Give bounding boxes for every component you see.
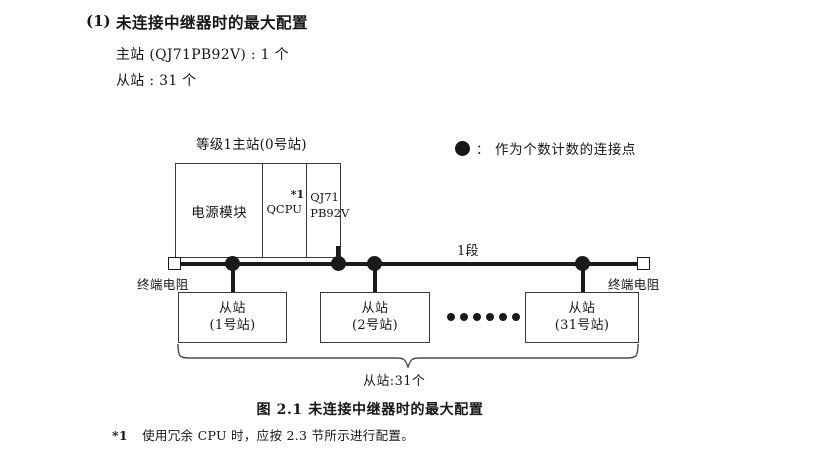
ellipsis-dot (486, 313, 494, 321)
slave-name: 从站 (361, 301, 389, 317)
cpu-module-cell: QCPU *1 (263, 164, 308, 257)
footnote-mark: *1 (112, 428, 128, 443)
slave-station-box: 从站 (1号站) (178, 292, 287, 343)
cpu-footnote-mark: *1 (290, 188, 305, 201)
terminator-left-label: 终端电阻 (137, 277, 189, 292)
figure-caption: 图 2.1 未连接中继器时的最大配置 (256, 402, 484, 418)
terminator-right-label: 终端电阻 (608, 277, 660, 292)
slave-count-label: 从站:31个 (363, 374, 426, 389)
ellipsis-dot (473, 313, 481, 321)
slave-count-brace (177, 344, 639, 368)
slave-station-box: 从站 (31号站) (525, 292, 639, 343)
terminator-right-icon (637, 257, 650, 270)
ellipsis-dot (499, 313, 507, 321)
ellipsis-dots (447, 313, 520, 321)
slave-drop-line (581, 262, 585, 293)
footnote: *1 使用冗余 CPU 时，应按 2.3 节所示进行配置。 (112, 425, 414, 444)
ellipsis-dot (512, 313, 520, 321)
master-module-label-line1: QJ71 (310, 190, 339, 204)
spec-slave-count: 从站 : 31 个 (116, 73, 197, 89)
ellipsis-dot (447, 313, 455, 321)
footnote-text: 使用冗余 CPU 时，应按 2.3 节所示进行配置。 (142, 428, 414, 443)
cpu-module-label: QCPU (266, 202, 302, 216)
master-module-label-line2: PB92V (310, 206, 350, 220)
master-drop-line (336, 246, 340, 264)
slave-station-box: 从站 (2号站) (320, 292, 430, 343)
page-title: 未连接中继器时的最大配置 (116, 13, 309, 32)
master-rack: 电源模块 QCPU *1 QJ71 PB92V (175, 163, 349, 258)
segment-label: 1段 (457, 244, 479, 259)
slave-station-number: (2号站) (352, 317, 398, 333)
slave-name: 从站 (218, 301, 246, 317)
power-module-cell: 电源模块 (176, 164, 264, 257)
connection-point-dot (331, 256, 346, 271)
legend-colon: ： (476, 142, 490, 158)
bus-trunk-line (176, 262, 638, 266)
legend: ： 作为个数计数的连接点 (455, 138, 636, 158)
slave-station-number: (31号站) (554, 317, 610, 333)
heading-number: (1) (86, 12, 111, 30)
slave-drop-line (231, 262, 235, 293)
ellipsis-dot (460, 313, 468, 321)
master-module-cell: QJ71 PB92V (307, 164, 349, 257)
slave-station-number: (1号站) (209, 317, 256, 333)
slave-drop-line (373, 262, 377, 293)
terminator-left-icon (168, 257, 181, 270)
legend-label: 作为个数计数的连接点 (495, 142, 637, 158)
slave-name: 从站 (568, 301, 596, 317)
spec-master-count: 主站 (QJ71PB92V) : 1 个 (116, 47, 289, 63)
power-module-label: 电源模块 (191, 204, 248, 221)
filled-circle-icon (455, 140, 470, 156)
master-station-label: 等级1主站(0号站) (196, 137, 307, 153)
